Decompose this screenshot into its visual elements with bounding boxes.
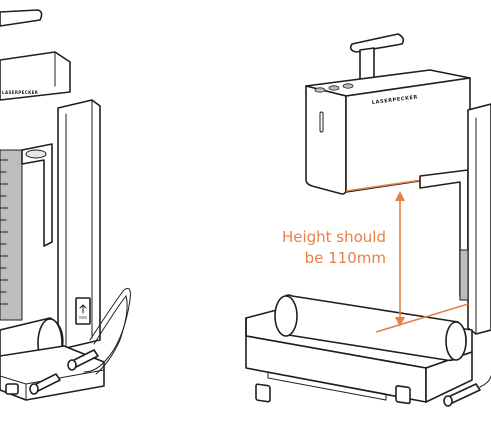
usb-port-icon (79, 316, 87, 319)
height-arrow-top (395, 191, 405, 201)
right-device: LASERPECKER (245, 33, 491, 407)
left-base-foot (5, 383, 19, 395)
right-stand-column (467, 103, 491, 335)
left-knob (25, 149, 47, 159)
power-button-icon (79, 304, 87, 314)
left-handle-bar (0, 9, 43, 27)
right-base-slot (267, 371, 387, 401)
right-roller-end-right (445, 321, 467, 361)
right-base-grip-right (395, 385, 411, 405)
left-support-arm (21, 143, 53, 247)
left-cable-connector-1 (29, 373, 61, 395)
height-annotation (375, 191, 469, 333)
left-scale-ticks (0, 159, 9, 305)
right-cable-connector (443, 375, 491, 407)
right-brand-label: LASERPECKER (372, 94, 419, 106)
height-callout-line2: be 110mm (304, 249, 386, 267)
right-laser-head-front (305, 85, 347, 195)
roller-top-reference-line (375, 303, 469, 333)
left-brand-label: LASERPECKER (2, 90, 38, 95)
left-port-area (75, 297, 91, 325)
right-handle-bar (349, 33, 405, 53)
left-laser-head (0, 51, 71, 101)
right-roller-end-left (274, 295, 298, 337)
right-status-slot (319, 111, 324, 133)
height-arrow-bottom (395, 317, 405, 327)
right-base-grip-left (255, 383, 271, 403)
right-scale-strip (459, 249, 469, 301)
height-callout-line1: Height should (281, 228, 386, 246)
left-cable-connector-2 (67, 349, 99, 371)
left-measuring-scale (0, 149, 23, 321)
left-device: LASERPECKER (0, 9, 131, 401)
left-cable (83, 287, 131, 373)
